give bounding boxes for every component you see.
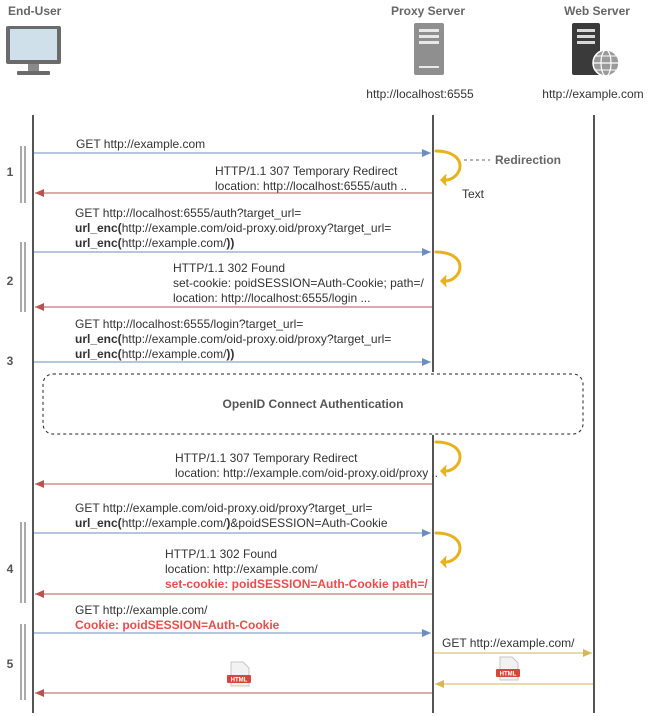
step-label-3: 3 bbox=[7, 354, 14, 368]
message-5-line-2: url_enc(http://example.com/oid-proxy.oid… bbox=[75, 332, 391, 346]
message-9-line-2: Cookie: poidSESSION=Auth-Cookie bbox=[75, 618, 280, 632]
end-user-title: End-User bbox=[8, 4, 62, 18]
redirect-loop-icon bbox=[434, 440, 462, 477]
message-4-line-1: HTTP/1.1 302 Found bbox=[173, 261, 285, 275]
oidc-auth-label: OpenID Connect Authentication bbox=[223, 397, 404, 411]
proxy-server-title: Proxy Server bbox=[391, 4, 465, 18]
server-icon bbox=[414, 23, 444, 75]
message-8-line-2: location: http://example.com/ bbox=[165, 562, 318, 576]
message-10-text: GET http://example.com/ bbox=[442, 636, 575, 650]
message-6-line-2: location: http://example.com/oid-proxy.o… bbox=[175, 466, 438, 480]
message-3-line-2: url_enc(http://example.com/oid-proxy.oid… bbox=[75, 221, 391, 235]
step-bracket-2 bbox=[20, 242, 26, 312]
redirect-loop-icon bbox=[434, 531, 462, 568]
message-5-line-3: url_enc(http://example.com/)) bbox=[75, 347, 234, 361]
message-2-line-2: location: http://localhost:6555/auth .. bbox=[215, 179, 407, 193]
step-label-1: 1 bbox=[7, 165, 14, 179]
step-bracket-4 bbox=[20, 522, 26, 603]
html-badge-text: HTML bbox=[500, 672, 517, 678]
message-6-line-1: HTTP/1.1 307 Temporary Redirect bbox=[175, 451, 358, 465]
step-bracket-5 bbox=[20, 624, 26, 700]
step-label-5: 5 bbox=[7, 657, 14, 671]
web-server-icon bbox=[572, 23, 620, 77]
step-label-4: 4 bbox=[7, 562, 14, 576]
message-8-line-3: set-cookie: poidSESSION=Auth-Cookie path… bbox=[165, 577, 428, 591]
message-3-line-1: GET http://localhost:6555/auth?target_ur… bbox=[75, 206, 301, 220]
redirect-loop-icon bbox=[434, 250, 462, 287]
web-server-url: http://example.com bbox=[542, 87, 643, 101]
proxy-server-url: http://localhost:6555 bbox=[366, 87, 474, 101]
message-4-line-2: set-cookie: poidSESSION=Auth-Cookie; pat… bbox=[173, 276, 424, 290]
message-8-line-1: HTTP/1.1 302 Found bbox=[165, 547, 277, 561]
message-5-line-1: GET http://localhost:6555/login?target_u… bbox=[75, 317, 303, 331]
message-1-text: GET http://example.com bbox=[76, 137, 205, 151]
message-9-line-1: GET http://example.com/ bbox=[75, 603, 208, 617]
redirection-label: Redirection bbox=[495, 153, 561, 167]
oidc-auth-box bbox=[42, 373, 584, 435]
step-label-2: 2 bbox=[7, 274, 14, 288]
html-document-icon: HTML bbox=[227, 661, 251, 687]
monitor-icon bbox=[6, 26, 61, 75]
web-server-title: Web Server bbox=[564, 4, 630, 18]
redirect-loop-icon bbox=[434, 149, 462, 186]
html-badge-text: HTML bbox=[231, 678, 248, 684]
text-label: Text bbox=[462, 187, 485, 201]
message-2-line-1: HTTP/1.1 307 Temporary Redirect bbox=[215, 164, 398, 178]
message-3-line-3: url_enc(http://example.com/)) bbox=[75, 236, 234, 250]
message-4-line-3: location: http://localhost:6555/login ..… bbox=[173, 291, 370, 305]
message-7-line-1: GET http://example.com/oid-proxy.oid/pro… bbox=[75, 501, 372, 515]
html-document-icon: HTML bbox=[496, 656, 520, 681]
message-7-line-2: url_enc(http://example.com/)&poidSESSION… bbox=[75, 516, 388, 530]
step-bracket-1 bbox=[20, 146, 26, 203]
